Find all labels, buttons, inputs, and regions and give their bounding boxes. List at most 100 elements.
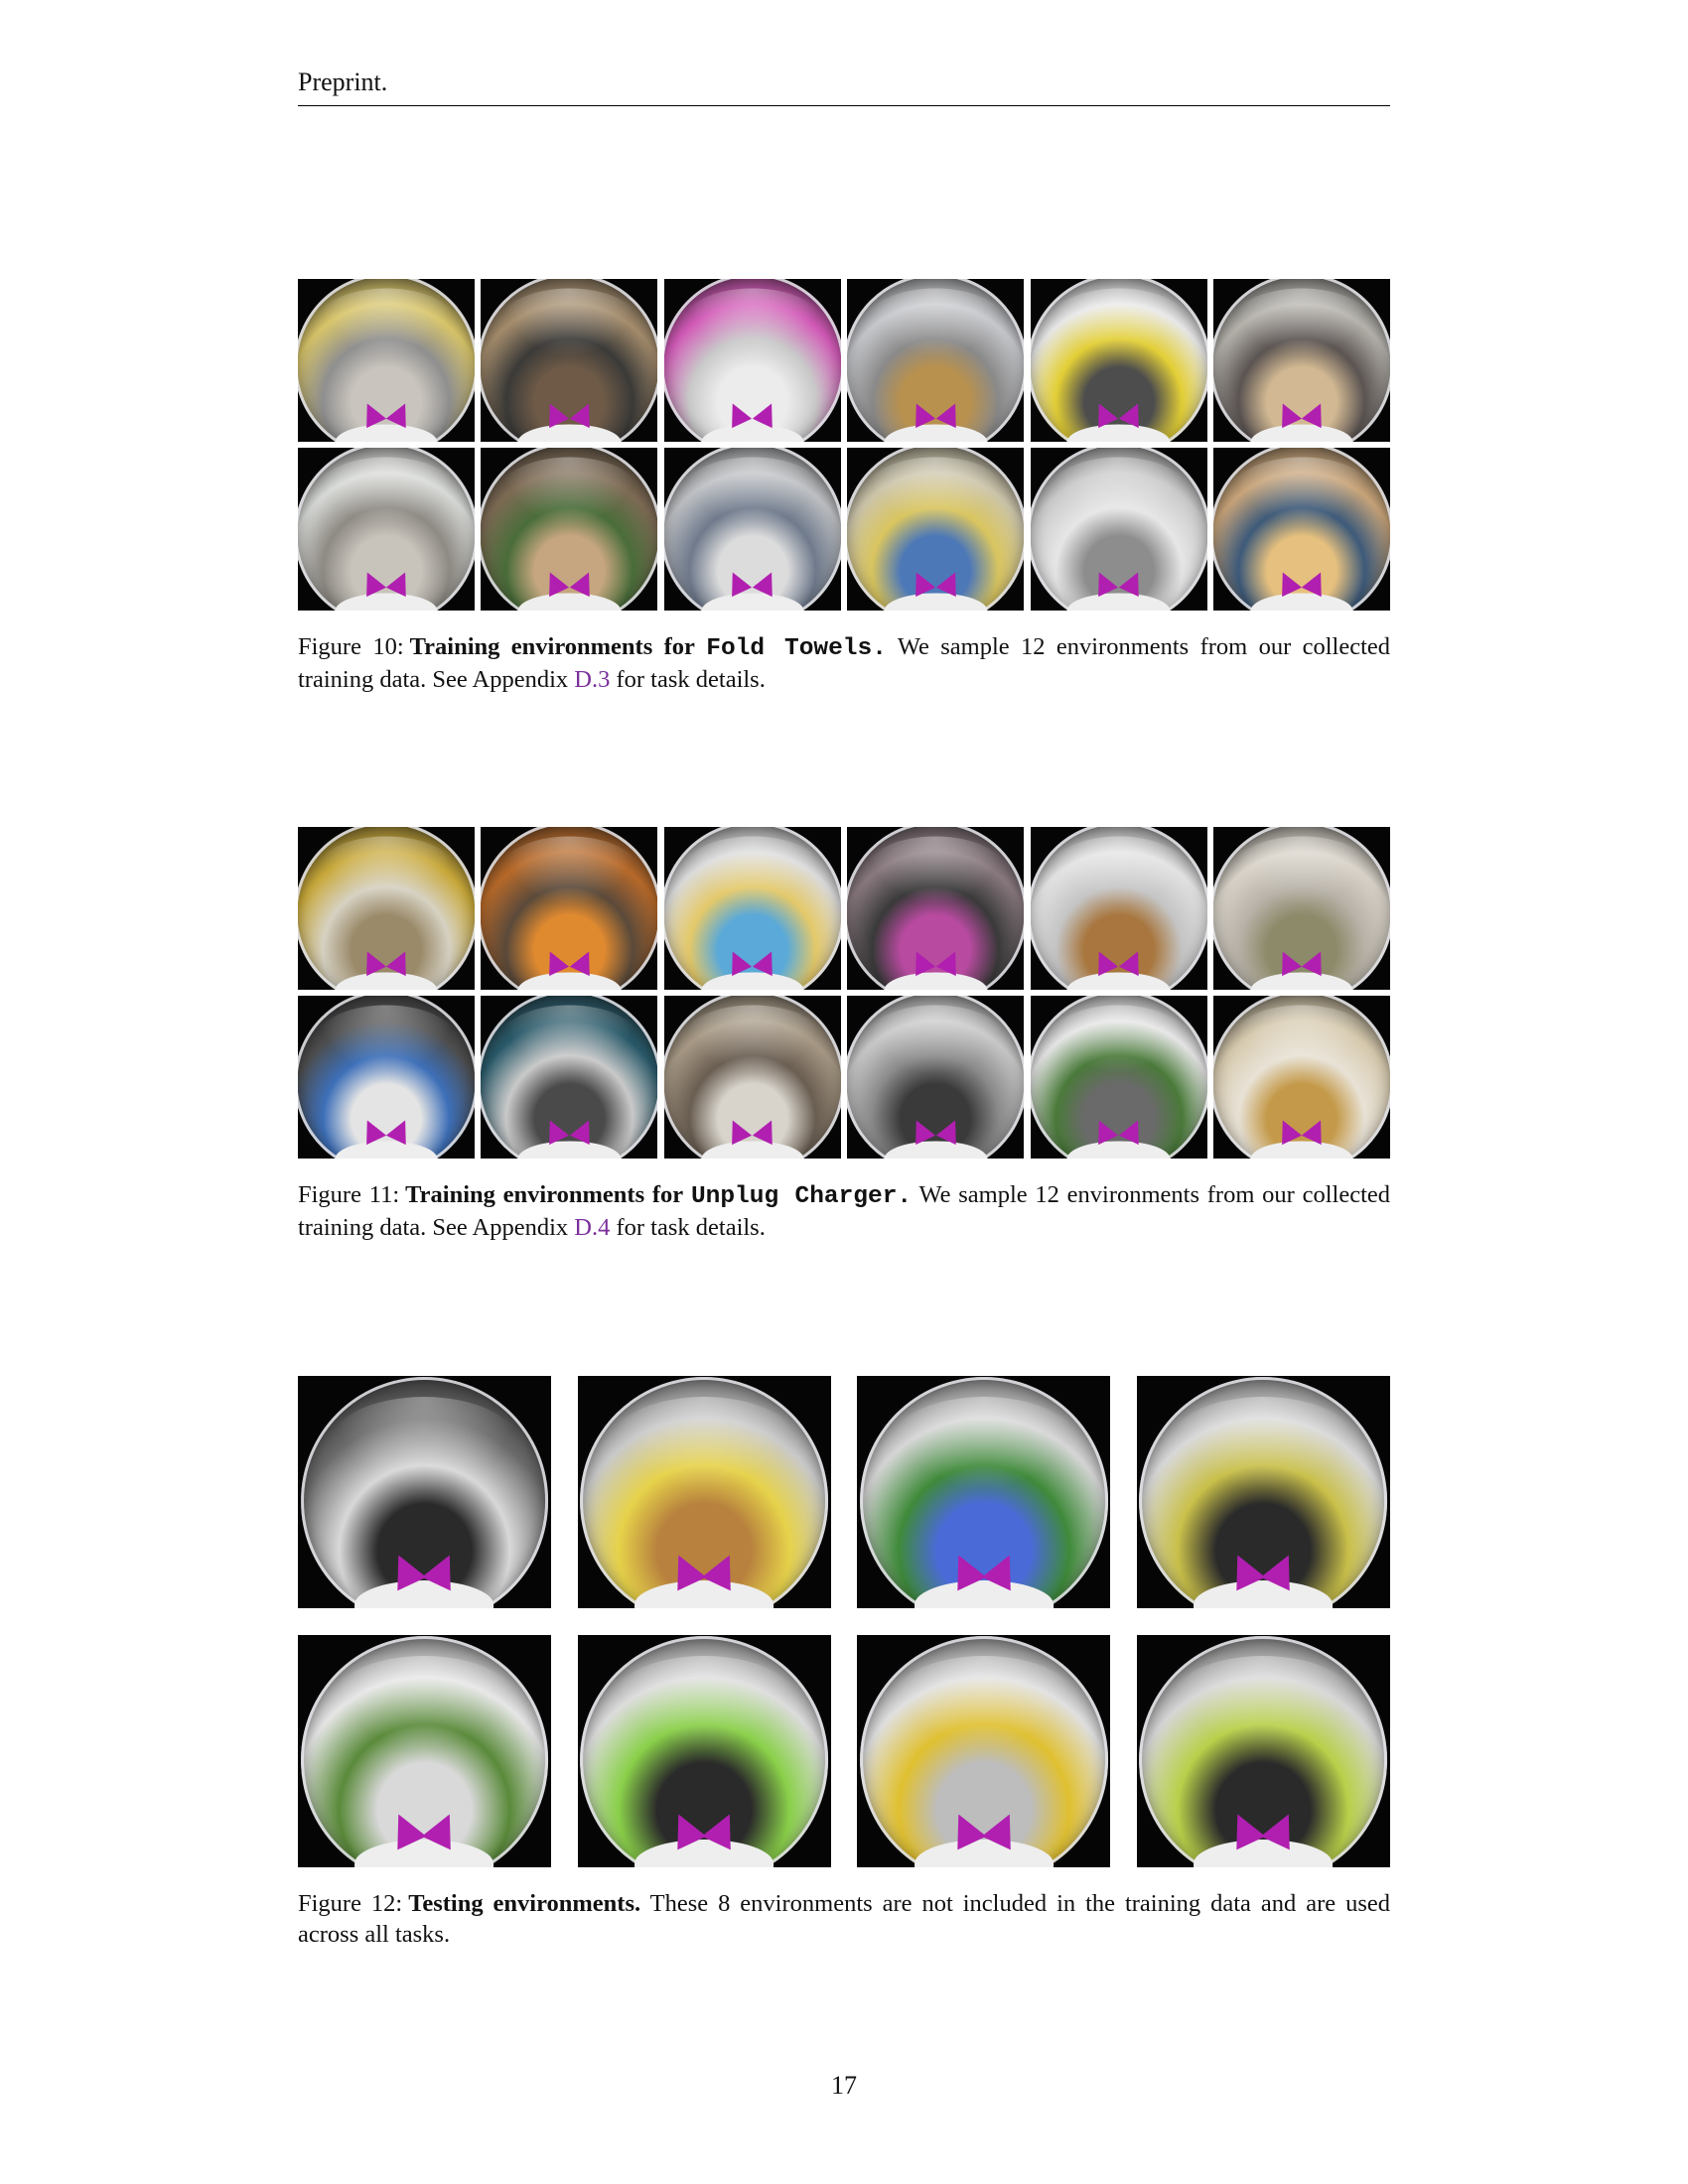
- gripper-right: [569, 946, 599, 976]
- environment-image: [1030, 279, 1207, 442]
- robot-base: [884, 972, 988, 990]
- task-name: Fold Towels.: [706, 635, 887, 662]
- environment-image: [298, 1635, 551, 1867]
- figure-11: [298, 827, 1390, 1159]
- robot-base: [700, 972, 804, 990]
- robot-base: [884, 424, 988, 442]
- fisheye-view: [481, 827, 658, 990]
- robot-base: [354, 1840, 494, 1867]
- robot-base: [1066, 593, 1171, 611]
- robot-base: [335, 424, 438, 442]
- gripper-right: [753, 567, 782, 597]
- robot-base: [1066, 972, 1171, 990]
- figure-label: Figure 10:: [298, 633, 404, 660]
- fisheye-view: [580, 1636, 829, 1867]
- environment-image: [298, 996, 475, 1159]
- caption-body: We sample 12 environments from our colle…: [298, 1181, 1390, 1241]
- fisheye-view: [300, 1636, 549, 1867]
- environment-image: [481, 996, 658, 1159]
- figure-title: Testing environments.: [408, 1890, 641, 1917]
- gripper-right: [569, 567, 599, 597]
- gripper-left: [539, 946, 570, 976]
- figure-title: Training environments for: [405, 1181, 684, 1208]
- fisheye-view: [1139, 1636, 1388, 1867]
- figure-10: [298, 279, 1390, 611]
- environment-image: [857, 1635, 1111, 1867]
- robot-base: [1066, 424, 1171, 442]
- figure-label: Figure 11:: [298, 1181, 400, 1208]
- gripper-left: [906, 398, 935, 428]
- environment-image: [663, 279, 841, 442]
- fisheye-view: [847, 448, 1025, 611]
- gripper-left: [1272, 398, 1302, 428]
- robot-base: [335, 593, 438, 611]
- fisheye-view: [1212, 827, 1390, 990]
- gripper-right: [935, 1115, 965, 1145]
- gripper-left: [906, 567, 935, 597]
- page-number: 17: [831, 2071, 857, 2100]
- figure-12-caption: Figure 12:Testing environments. These 8 …: [298, 1888, 1390, 1950]
- gripper-right: [935, 398, 965, 428]
- fisheye-view: [663, 279, 841, 442]
- robot-base: [700, 1141, 804, 1159]
- robot-base: [335, 972, 438, 990]
- gripper-right: [1302, 1115, 1332, 1145]
- gripper-left: [1089, 398, 1119, 428]
- gripper-right: [753, 1115, 782, 1145]
- figure-title: Training environments for: [409, 633, 695, 660]
- gripper-right: [1118, 398, 1149, 428]
- environment-image: [1030, 448, 1207, 611]
- gripper-left: [356, 567, 386, 597]
- robot-base: [634, 1580, 774, 1608]
- appendix-link[interactable]: D.4: [574, 1214, 611, 1241]
- environment-image: [1136, 1376, 1390, 1608]
- environment-image: [847, 996, 1025, 1159]
- robot-base: [700, 593, 804, 611]
- fisheye-view: [1212, 448, 1390, 611]
- appendix-link[interactable]: D.3: [574, 666, 611, 693]
- environment-image: [847, 448, 1025, 611]
- figure-label: Figure 12:: [298, 1890, 403, 1917]
- gripper-left: [539, 398, 570, 428]
- gripper-right: [753, 946, 782, 976]
- gripper-left: [1272, 567, 1302, 597]
- gripper-right: [1302, 398, 1332, 428]
- gripper-right: [386, 398, 416, 428]
- caption-body-end: for task details.: [616, 666, 766, 693]
- robot-base: [517, 593, 622, 611]
- gripper-left: [1272, 946, 1302, 976]
- gripper-left: [539, 1115, 570, 1145]
- gripper-left: [1089, 946, 1119, 976]
- fisheye-view: [663, 448, 841, 611]
- gripper-right: [386, 567, 416, 597]
- fisheye-view: [1030, 448, 1207, 611]
- fisheye-view: [1212, 279, 1390, 442]
- gripper-left: [356, 398, 386, 428]
- fisheye-view: [663, 996, 841, 1159]
- robot-base: [1250, 972, 1353, 990]
- fisheye-view: [298, 827, 475, 990]
- gripper-right: [1118, 1115, 1149, 1145]
- fisheye-view: [298, 996, 475, 1159]
- image-grid: [298, 827, 1390, 1159]
- gripper-right: [1118, 567, 1149, 597]
- fisheye-view: [859, 1636, 1108, 1867]
- robot-base: [884, 1141, 988, 1159]
- gripper-right: [935, 946, 965, 976]
- environment-image: [1212, 996, 1390, 1159]
- robot-base: [634, 1840, 774, 1867]
- gripper-left: [1089, 567, 1119, 597]
- environment-image: [847, 279, 1025, 442]
- robot-base: [335, 1141, 438, 1159]
- gripper-right: [569, 398, 599, 428]
- image-grid: [298, 279, 1390, 611]
- environment-image: [577, 1635, 831, 1867]
- gripper-left: [906, 1115, 935, 1145]
- environment-image: [481, 279, 658, 442]
- gripper-left: [539, 567, 570, 597]
- fisheye-view: [1030, 996, 1207, 1159]
- environment-image: [663, 996, 841, 1159]
- environment-image: [298, 827, 475, 990]
- fisheye-view: [298, 279, 475, 442]
- fisheye-view: [1030, 827, 1207, 990]
